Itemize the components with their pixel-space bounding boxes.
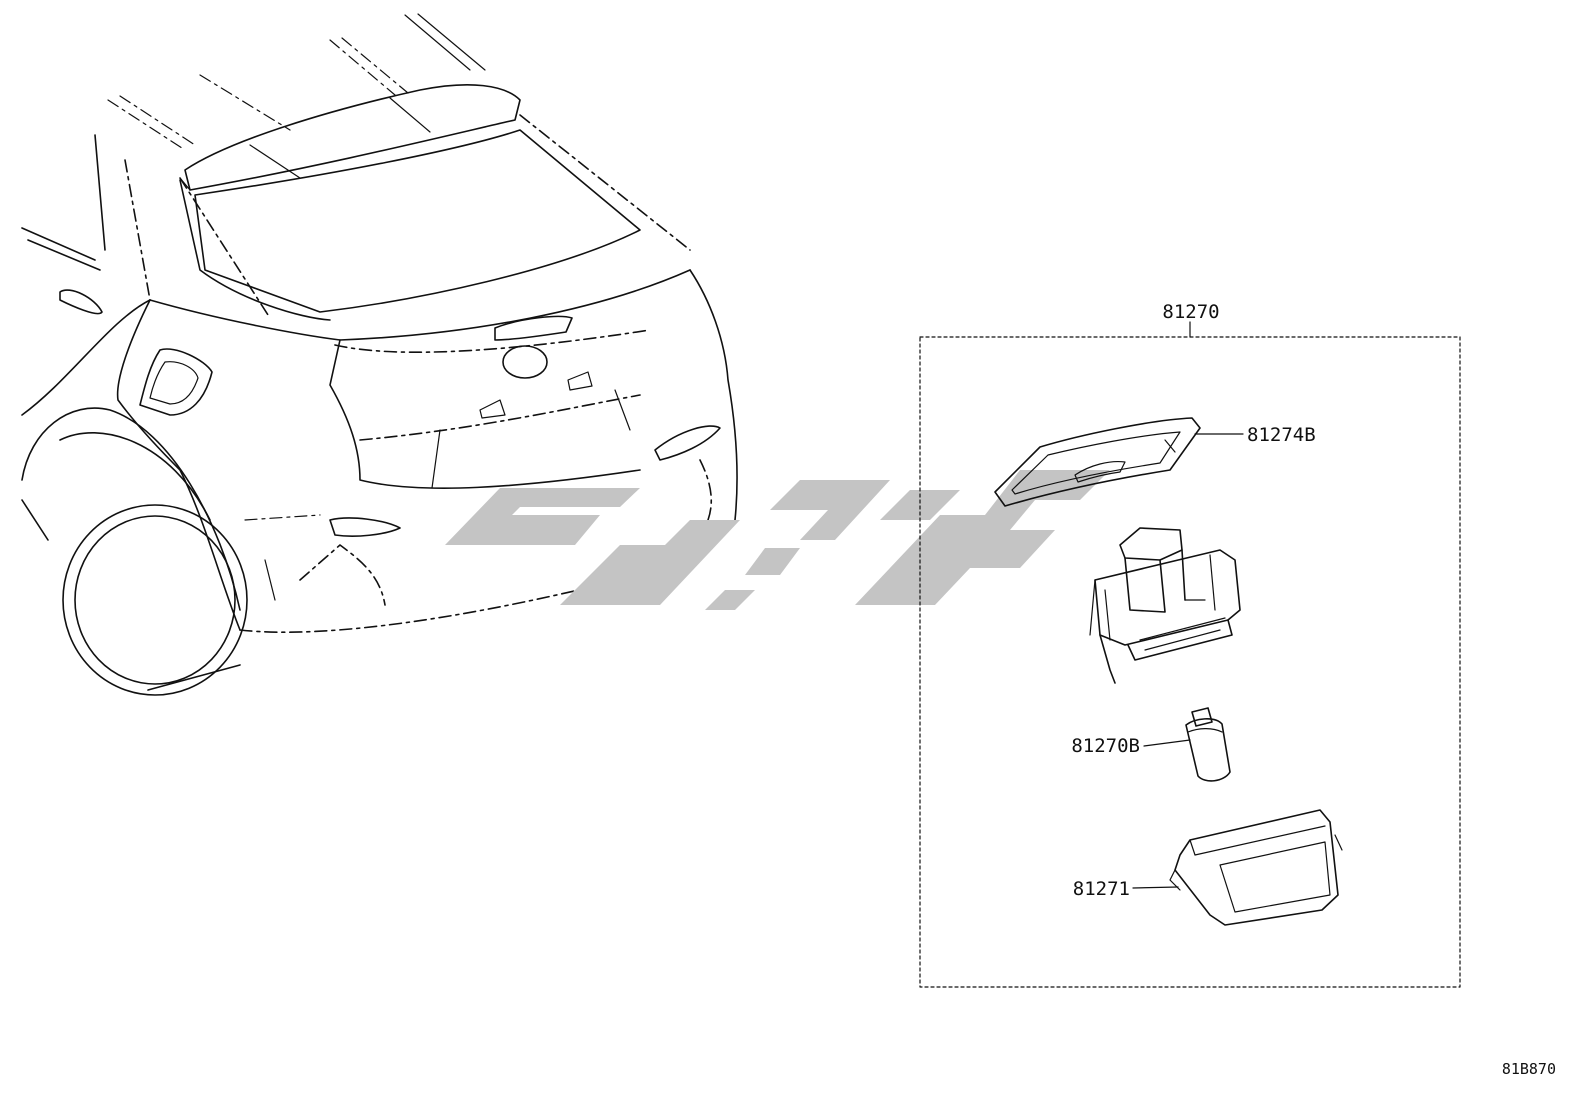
part-lens-illustration [1169,809,1343,926]
part-label-81270[interactable]: 81270 [1162,301,1219,323]
watermark-logo [445,470,1110,610]
part-cover-illustration [994,417,1201,507]
part-label-81271[interactable]: 81271 [1073,878,1130,900]
part-label-81274B[interactable]: 81274B [1247,424,1316,446]
part-label-81270B[interactable]: 81270B [1071,735,1140,757]
part-bulb-illustration [1185,707,1231,782]
assembly-group: 81270 81274B [919,301,1461,988]
diagram-code: 81B870 [1502,1060,1556,1078]
vehicle-rear-illustration [21,13,738,696]
part-housing-illustration [1089,527,1241,684]
